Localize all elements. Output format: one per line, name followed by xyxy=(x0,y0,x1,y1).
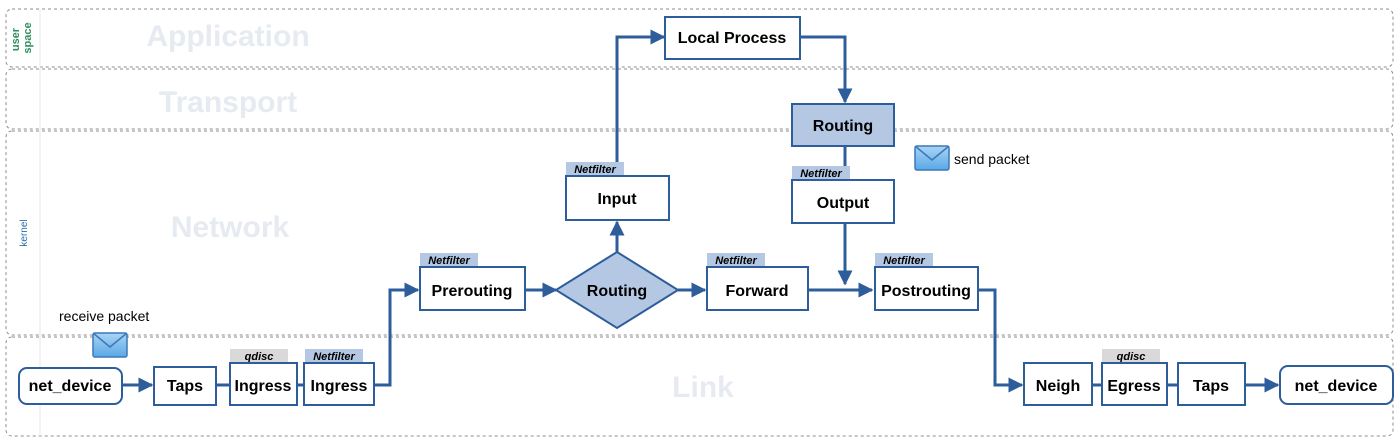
label-ingress-qdisc: Ingress xyxy=(235,378,292,395)
label-ingress-netfilter: Ingress xyxy=(311,378,368,395)
side-labels: user space kernel xyxy=(10,22,34,246)
node-neigh xyxy=(1023,362,1093,406)
tag-netfilter-ingress-bg xyxy=(305,349,363,363)
node-net-device-in xyxy=(18,367,123,405)
tag-netfilter-forward-bg xyxy=(707,253,765,267)
node-routing-local xyxy=(791,103,895,147)
edge-localprocess-routing xyxy=(800,35,853,104)
tag-netfilter-output: Netfilter xyxy=(800,168,842,180)
band-network xyxy=(5,130,1394,336)
tag-qdisc-out: qdisc xyxy=(1117,351,1146,363)
tag-netfilter-forward: Netfilter xyxy=(715,255,757,267)
label-input: Input xyxy=(597,191,637,208)
node-ingress-qdisc xyxy=(229,362,298,406)
tag-netfilter-postrouting-bg xyxy=(875,253,933,267)
label-output: Output xyxy=(817,195,870,212)
edge-postrouting-neigh xyxy=(978,288,1024,393)
node-egress xyxy=(1101,362,1168,406)
node-ingress-netfilter xyxy=(303,362,375,406)
label-neigh: Neigh xyxy=(1036,378,1080,395)
node-labels: net_device Taps Ingress Ingress Prerouti… xyxy=(29,30,1378,395)
node-routing-decision xyxy=(554,250,680,330)
label-net-device-in: net_device xyxy=(29,378,112,395)
node-local-process xyxy=(664,16,801,60)
tag-netfilter-input-bg xyxy=(566,162,624,176)
kernel-label: kernel xyxy=(19,219,30,246)
tag-qdisc-in-bg xyxy=(230,349,288,363)
layer-transport: Transport xyxy=(159,86,297,119)
node-input xyxy=(565,175,670,221)
user-space-label: user space xyxy=(10,22,34,53)
node-taps-in xyxy=(153,366,217,406)
user-space-label-line1: user xyxy=(10,27,22,51)
layer-network: Network xyxy=(171,211,290,244)
node-net-device-out xyxy=(1279,365,1394,405)
tag-netfilter-output-bg xyxy=(792,166,850,180)
node-output xyxy=(791,179,895,224)
label-routing-local: Routing xyxy=(813,118,873,135)
edge-ingress-prerouting xyxy=(374,282,420,387)
send-packet-label: send packet xyxy=(954,151,1030,167)
tag-netfilter-input: Netfilter xyxy=(574,164,616,176)
tags: qdisc Netfilter Netfilter Netfilter Netf… xyxy=(230,162,1160,363)
annotations: receive packet send packet xyxy=(59,145,1030,358)
node-prerouting xyxy=(419,266,526,311)
label-taps-in: Taps xyxy=(167,378,203,395)
label-taps-out: Taps xyxy=(1193,378,1229,395)
layer-link: Link xyxy=(672,371,734,404)
label-forward: Forward xyxy=(725,283,788,300)
label-routing-decision: Routing xyxy=(587,283,647,300)
receive-envelope-icon xyxy=(92,332,128,358)
user-space-label-line2: space xyxy=(22,22,34,53)
edge-input-localprocess xyxy=(615,29,666,180)
label-egress: Egress xyxy=(1107,378,1160,395)
tag-qdisc-out-bg xyxy=(1102,349,1160,363)
tag-netfilter-prerouting: Netfilter xyxy=(428,255,470,267)
label-net-device-out: net_device xyxy=(1295,378,1378,395)
layer-names: Application Transport Network Link xyxy=(146,20,734,404)
node-boxes xyxy=(18,16,1394,406)
node-postrouting xyxy=(874,266,979,311)
tag-netfilter-ingress: Netfilter xyxy=(313,351,355,363)
tag-qdisc-in: qdisc xyxy=(245,351,274,363)
send-envelope-icon xyxy=(914,145,950,171)
label-local-process: Local Process xyxy=(678,30,787,47)
tag-netfilter-prerouting-bg xyxy=(420,253,478,267)
node-forward xyxy=(706,266,809,311)
tag-netfilter-postrouting: Netfilter xyxy=(883,255,925,267)
label-postrouting: Postrouting xyxy=(881,283,971,300)
node-taps-out xyxy=(1177,362,1246,406)
connectors xyxy=(122,29,1280,393)
layer-application: Application xyxy=(146,20,309,53)
receive-packet-label: receive packet xyxy=(59,308,149,324)
label-prerouting: Prerouting xyxy=(432,283,513,300)
band-transport xyxy=(5,68,1394,130)
